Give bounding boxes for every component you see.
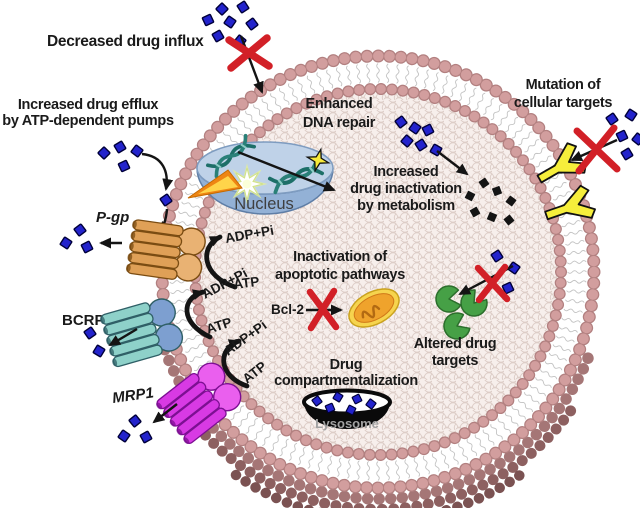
drug-cluster-mrp1-exported bbox=[116, 413, 155, 446]
red-x-icon bbox=[573, 124, 621, 175]
bcrp-atp-cycle-arrow bbox=[184, 289, 213, 340]
influx-arrow bbox=[239, 35, 264, 94]
mrp1-export-arrow bbox=[152, 403, 178, 424]
mutation-label-1: Mutation of bbox=[526, 77, 601, 93]
lightning-icon bbox=[187, 169, 243, 199]
pgp-atp-label: ATP bbox=[233, 274, 261, 292]
red-x-icon bbox=[225, 34, 273, 72]
metab-label-1: Increased bbox=[373, 164, 438, 180]
repair-label-2: DNA repair bbox=[303, 115, 376, 131]
metabolism-section: Increased drug inactivation by metabolis… bbox=[350, 114, 518, 227]
compartmentalization-section: Drug compartmentalization Lysosome bbox=[274, 357, 418, 431]
efflux-label-1: Increased drug efflux bbox=[18, 97, 159, 113]
decreased-influx-section: Decreased drug influx bbox=[47, 0, 273, 94]
inner-bead-ring bbox=[190, 84, 566, 460]
apoptosis-section: Inactivation of apoptotic pathways Bcl-2 bbox=[271, 249, 406, 332]
drug-cluster-bcrp-exported bbox=[82, 325, 108, 360]
bcrp-label: BCRP bbox=[62, 312, 105, 329]
pgp-atp-cycle-arrow bbox=[204, 234, 238, 290]
metab-label-3: by metabolism bbox=[357, 198, 455, 214]
drug-cluster-efflux-top bbox=[97, 138, 145, 175]
small-star-icon bbox=[305, 147, 331, 173]
red-x-icon bbox=[306, 287, 340, 332]
mutation-label-2: cellular targets bbox=[514, 95, 613, 111]
membrane-shadow-row-2 bbox=[178, 402, 578, 508]
metab-label-2: drug inactivation bbox=[350, 181, 462, 197]
repair-label-1: Enhanced bbox=[306, 96, 373, 112]
drug-entering-membrane-arrow bbox=[141, 152, 174, 191]
metabolism-arrow bbox=[436, 150, 469, 176]
nucleus-label: Nucleus bbox=[234, 195, 294, 213]
apoptosis-label-2: apoptotic pathways bbox=[275, 267, 405, 283]
decreased-influx-label: Decreased drug influx bbox=[47, 33, 204, 50]
dna-repair-section: Enhanced DNA repair Nucleus bbox=[187, 96, 376, 215]
altered-targets-section: Altered drug targets bbox=[414, 247, 522, 369]
lysosome-bowl-icon: Lysosome bbox=[302, 388, 392, 431]
altered-label-2: targets bbox=[432, 353, 478, 369]
compart-label-2: compartmentalization bbox=[274, 373, 418, 389]
mitochondrion-icon bbox=[348, 288, 400, 328]
membrane-shadow-row-3 bbox=[230, 469, 526, 508]
compart-label-1: Drug bbox=[330, 357, 363, 373]
nucleus-bowl-icon: Nucleus bbox=[187, 133, 336, 215]
altered-label-1: Altered drug bbox=[414, 336, 497, 352]
mrp1-label: MRP1 bbox=[111, 384, 155, 407]
bcrp-export-arrow bbox=[108, 327, 138, 347]
mutation-section: Mutation of cellular targets bbox=[514, 77, 640, 233]
bcl2-label: Bcl-2 bbox=[271, 302, 304, 317]
drug-cluster-pgp-exported bbox=[57, 222, 96, 256]
mrp1-atp-cycle-arrow bbox=[221, 338, 250, 389]
starburst-icon bbox=[226, 163, 268, 205]
repair-arrow bbox=[237, 150, 336, 192]
pgp-label: P-gp bbox=[96, 209, 129, 226]
cell-membrane bbox=[155, 49, 601, 508]
apoptosis-label-1: Inactivation of bbox=[293, 249, 387, 265]
lysosome-label: Lysosome bbox=[315, 416, 379, 431]
efflux-label-2: by ATP-dependent pumps bbox=[2, 113, 174, 129]
red-x-icon bbox=[474, 263, 511, 304]
pgp-pump-icon bbox=[125, 219, 207, 284]
